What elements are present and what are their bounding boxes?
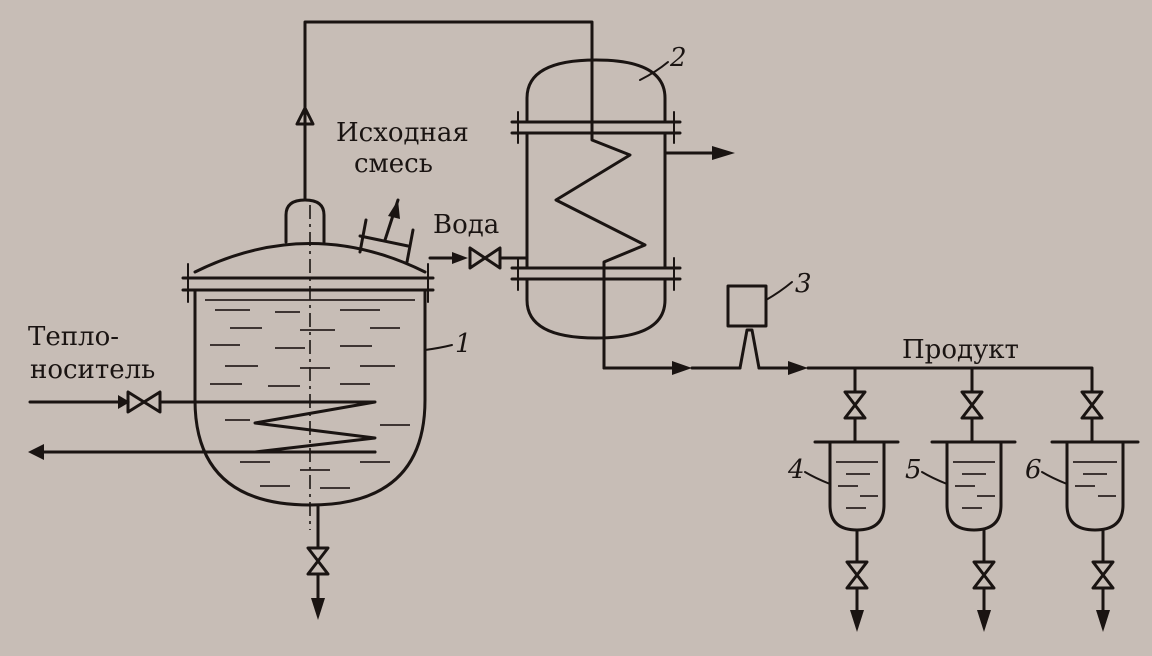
- heat-carrier-label-line2: носитель: [30, 355, 155, 385]
- receiver-4: [813, 390, 900, 632]
- flow-indicator: [726, 284, 768, 328]
- number-4: 4: [787, 455, 805, 485]
- leaders: [424, 61, 1068, 485]
- heat-carrier-label-line1: Тепло-: [28, 322, 119, 352]
- heat-inlet-valve: [126, 390, 162, 414]
- reactor-liquid: [205, 299, 415, 489]
- receiver-5: [930, 390, 1017, 632]
- reactor-drain-valve: [306, 546, 330, 576]
- feed-nozzle: [358, 198, 415, 264]
- water-inlet: [428, 246, 529, 270]
- feed-label-line1: Исходная: [336, 118, 469, 148]
- water-valve: [468, 246, 502, 270]
- number-2: 2: [669, 43, 687, 73]
- vapour-line: [295, 20, 594, 202]
- product-line: [602, 284, 1094, 394]
- number-3: 3: [795, 269, 812, 299]
- number-6: 6: [1025, 455, 1042, 485]
- feed-label-line2: смесь: [354, 149, 433, 179]
- water-label: Вода: [433, 210, 499, 240]
- reactor: [28, 198, 435, 620]
- heating-coil: [28, 395, 377, 460]
- condenser: [510, 58, 735, 370]
- receiver-6: [1050, 390, 1140, 632]
- number-1: 1: [455, 329, 472, 359]
- product-label: Продукт: [902, 335, 1019, 365]
- number-5: 5: [905, 455, 922, 485]
